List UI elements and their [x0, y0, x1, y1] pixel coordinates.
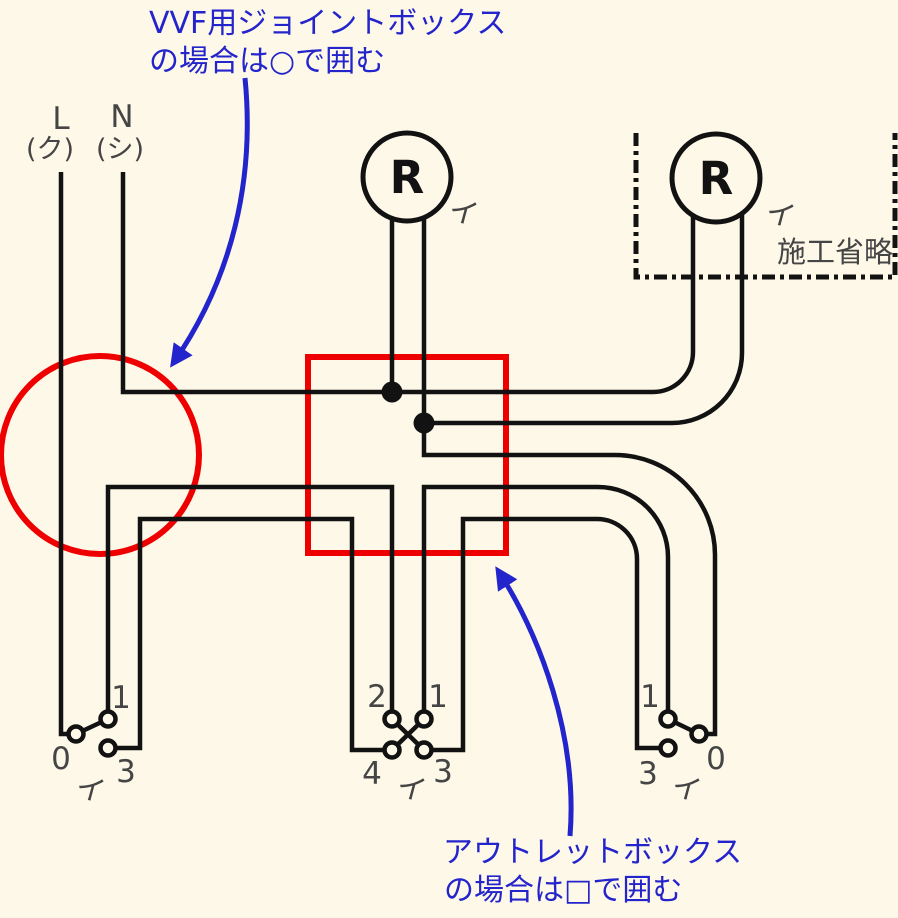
outlet-box-note-line1: アウトレットボックス — [443, 835, 742, 870]
joint-box-note-line2: の場合は○で囲む — [149, 44, 385, 79]
right-switch-label-3: 3 — [638, 756, 658, 792]
right-switch-label-1: 1 — [640, 679, 660, 715]
mid-switch-terminal-2 — [382, 709, 402, 729]
junction-dot-lamp-return — [413, 412, 435, 434]
mid-switch-label-2: 2 — [367, 679, 387, 715]
wire-branch-to-right-lamp — [424, 214, 745, 426]
mid-switch-terminal-4 — [382, 740, 402, 760]
source-neutral-wire-label: (シ) — [96, 134, 144, 165]
lamp-left-circle — [360, 130, 454, 224]
left-switch-circuit-label: イ — [72, 769, 109, 809]
lamp-left-symbol: R — [390, 151, 425, 204]
joint-box-circle — [0, 353, 202, 557]
wire-leftsw3-to-mid4 — [108, 516, 392, 753]
source-live-label: L — [52, 101, 70, 137]
right-switch-terminal-0 — [689, 724, 709, 744]
lamp-right-circuit-label: イ — [762, 194, 799, 234]
left-switch-label-1: 1 — [111, 680, 131, 716]
mid-switch-circuit-label: イ — [393, 768, 430, 808]
left-switch-label-3: 3 — [116, 754, 136, 790]
outlet-box-note-arrow — [495, 566, 574, 837]
wire-live-L — [58, 172, 76, 737]
source-neutral-label: N — [110, 99, 133, 135]
left-switch-label-0: 0 — [51, 741, 71, 777]
mid-switch-label-1: 1 — [428, 679, 448, 715]
right-switch-circuit-label: イ — [668, 768, 705, 808]
source-live-wire-label: (ク) — [26, 134, 74, 165]
wire-mid1-to-rightsw1 — [421, 484, 671, 719]
outlet-box-note-line2: の場合は□で囲む — [444, 873, 682, 908]
joint-box-note-line1: VVF用ジョイントボックス — [149, 6, 506, 41]
left-switch-terminal-1 — [98, 709, 118, 729]
junction-dot-neutral — [381, 381, 403, 403]
left-switch-terminal-3 — [98, 738, 118, 758]
joint-box-note-arrow — [170, 77, 250, 368]
lamp-left-circuit-label: イ — [445, 192, 482, 232]
mid-switch-label-3: 3 — [433, 754, 453, 790]
wire-neutral-N — [120, 172, 696, 395]
lamp-right-symbol: R — [699, 152, 734, 205]
wire-mid3-to-rightsw3 — [424, 516, 668, 753]
mid-switch-terminal-3 — [414, 740, 434, 760]
mid-switch-terminal-1 — [414, 709, 434, 729]
right-switch-label-0: 0 — [706, 741, 726, 777]
mid-switch-label-4: 4 — [362, 756, 382, 792]
right-switch-terminal-1 — [658, 709, 678, 729]
wire-lamps-to-right-switch-0 — [421, 218, 718, 737]
right-switch-terminal-3 — [658, 738, 678, 758]
wire-leftsw1-to-mid2 — [105, 484, 395, 719]
left-switch-terminal-0 — [66, 724, 86, 744]
site-omitted-label: 施工省略 — [777, 235, 893, 269]
lamp-right-circle — [669, 131, 763, 225]
site-omitted-box — [633, 133, 898, 280]
